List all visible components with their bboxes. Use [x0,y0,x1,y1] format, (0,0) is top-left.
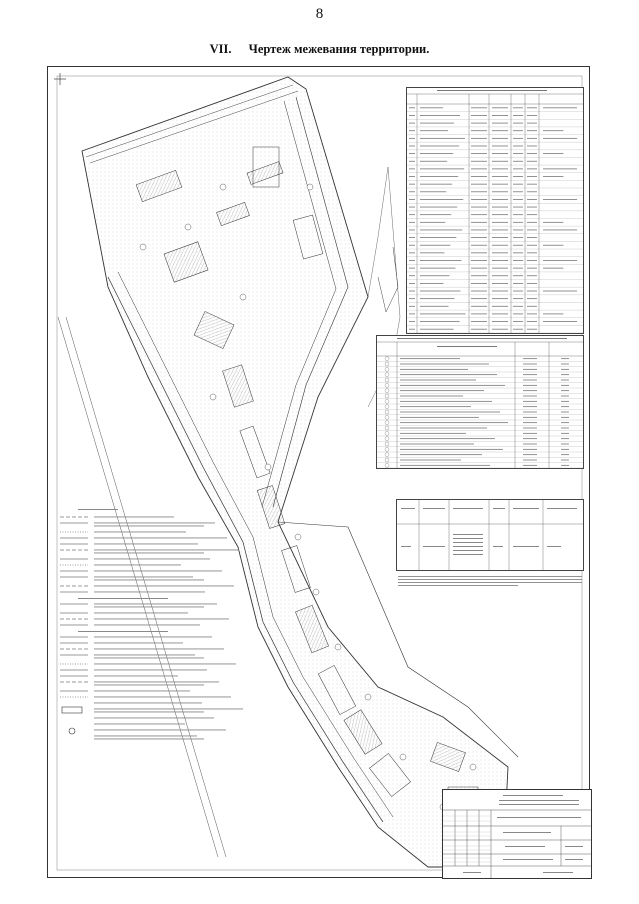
parcel-table-main-grid [407,90,583,333]
crosshair-mark [54,73,66,85]
table-note [398,575,582,591]
parcel-table-main [406,87,584,334]
page-heading: VII. Чертеж межевания территории. [0,42,639,57]
section-title: Чертеж межевания территории. [248,42,430,56]
title-block-grid [443,795,591,878]
drawing-sheet [47,66,592,879]
parcel-table-third [396,499,584,571]
title-block [442,789,592,879]
parcel-table-second [376,335,584,469]
drawing-legend [58,507,258,742]
parcel-table-second-grid [377,338,583,468]
legend-entries [60,509,243,740]
section-number: VII. [209,42,232,56]
inner-frame [56,75,583,871]
table-note-lines [398,576,582,586]
parcel-table-third-grid [397,500,583,570]
page-number: 8 [315,6,324,22]
